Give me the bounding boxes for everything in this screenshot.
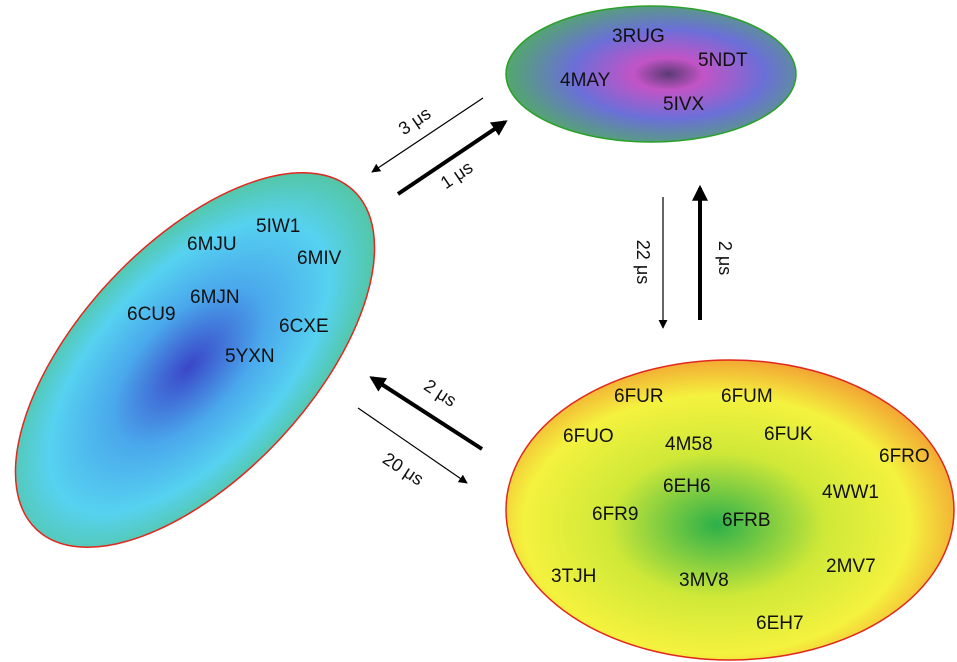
arrow-top-to-left — [371, 97, 484, 173]
cluster-bottom-ellipse — [505, 359, 955, 661]
pdb-code: 5YXN — [225, 346, 275, 367]
pdb-code: 6EH7 — [756, 613, 804, 634]
arrow-bottom-to-left — [369, 376, 484, 451]
rate-label-bottom-to-top: 2 μs — [715, 241, 735, 275]
rate-label-top-to-left: 3 μs — [395, 103, 435, 139]
cluster-left: 5IW1 6MJU 6MIV 6MJN 6CU9 6CXE 5YXN — [14, 172, 376, 548]
pdb-code: 6CXE — [279, 316, 329, 337]
pdb-code: 5IW1 — [256, 216, 300, 237]
cluster-bottom: 6FUR 6FUM 6FUO 4M58 6FUK 6FRO 6EH6 4WW1 … — [505, 359, 955, 661]
pdb-code: 6FR9 — [592, 504, 638, 525]
pdb-code: 6FUM — [721, 386, 773, 407]
transition-bottom-left: 2 μs 20 μs — [357, 375, 484, 489]
pdb-code: 4M58 — [665, 434, 713, 455]
pdb-code: 6CU9 — [127, 304, 176, 325]
pdb-code: 6FUO — [563, 426, 614, 447]
pdb-code: 2MV7 — [826, 556, 876, 577]
arrow-left-to-top — [396, 120, 508, 196]
pdb-code: 6EH6 — [663, 476, 711, 497]
cluster-top: 3RUG 5NDT 4MAY 5IVX — [505, 5, 797, 143]
pdb-code: 6MIV — [297, 248, 342, 269]
cluster-top-ellipse — [505, 5, 797, 143]
pdb-code: 4MAY — [560, 70, 611, 91]
pdb-code: 5NDT — [698, 50, 748, 71]
pdb-code: 6MJU — [187, 234, 237, 255]
pdb-code: 6FUR — [614, 386, 664, 407]
pdb-code: 5IVX — [663, 94, 705, 115]
pdb-code: 3TJH — [551, 566, 596, 587]
rate-label-top-to-bottom: 22 μs — [633, 240, 653, 284]
transition-top-bottom: 22 μs 2 μs — [633, 184, 735, 329]
pdb-code: 6FUK — [764, 424, 813, 445]
pdb-code: 3RUG — [612, 26, 665, 47]
pdb-code: 6FRO — [879, 446, 930, 467]
pdb-code: 3MV8 — [679, 570, 729, 591]
cluster-left-ellipse — [14, 172, 376, 548]
rate-label-bottom-to-left: 2 μs — [420, 375, 460, 411]
pdb-code: 6MJN — [190, 287, 240, 308]
arrow-left-to-bottom — [357, 407, 468, 484]
pdb-code: 6FRB — [722, 510, 771, 531]
pdb-code: 4WW1 — [822, 482, 879, 503]
rate-label-left-to-bottom: 20 μs — [379, 448, 427, 489]
transition-top-left: 3 μs 1 μs — [371, 97, 508, 196]
